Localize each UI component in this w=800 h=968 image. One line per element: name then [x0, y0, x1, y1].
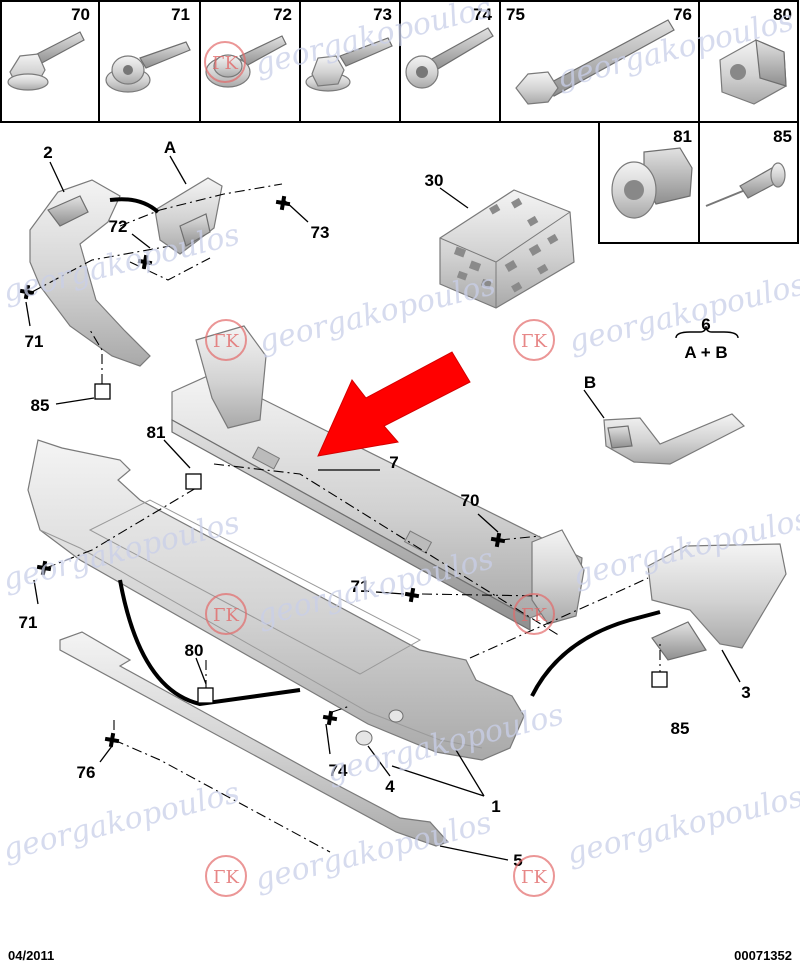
- bracket-b: [603, 413, 746, 465]
- washer-tapping-screw-icon: [105, 41, 191, 93]
- clip-nut-icon: [719, 39, 787, 105]
- watermark-text: georgakopoulos: [565, 267, 800, 360]
- fastener-number-76: 76: [673, 5, 692, 24]
- callout-5: 5: [513, 851, 522, 870]
- callout-b: B: [584, 373, 596, 392]
- watermark-text: georgakopoulos: [0, 775, 243, 868]
- fastener-number-71: 71: [171, 5, 190, 24]
- fastener-number-70: 70: [71, 5, 90, 24]
- callout-70: 70: [461, 491, 480, 510]
- svg-text:ΓΚ: ΓΚ: [213, 605, 239, 626]
- hex-flange-screw-icon: [7, 31, 85, 91]
- callout-74: 74: [329, 761, 348, 780]
- footer-code: 00071352: [734, 948, 792, 963]
- fastener-number-85: 85: [773, 127, 792, 146]
- fastener-table: 70 71 72 73 74 75 76 80 81 85: [0, 0, 799, 244]
- callout-72: 72: [109, 217, 128, 236]
- lower-molding-5: [59, 631, 450, 847]
- flange-screw-icon: [305, 37, 393, 92]
- watermark-logo-icon: ΓΚ: [205, 855, 247, 897]
- right-corner-3: [647, 543, 787, 661]
- callout-81: 81: [147, 423, 166, 442]
- reinforcement-beam-7: [171, 325, 585, 632]
- svg-text:ΓΚ: ΓΚ: [212, 53, 238, 74]
- svg-text:ΓΚ: ΓΚ: [521, 605, 547, 626]
- callout-80: 80: [185, 641, 204, 660]
- watermark-logo-icon: ΓΚ: [204, 41, 246, 83]
- callout-a-plus-b: A + B: [684, 343, 727, 362]
- callout-73: 73: [311, 223, 330, 242]
- leader-lines: [25, 155, 741, 861]
- torx-bolt-icon: [405, 27, 494, 89]
- callout-6: 6: [701, 315, 710, 334]
- callout-7: 7: [389, 453, 398, 472]
- callout-76: 76: [77, 763, 96, 782]
- callout-1: 1: [491, 797, 500, 816]
- svg-text:ΓΚ: ΓΚ: [521, 867, 547, 888]
- bracket-a: [154, 177, 223, 255]
- red-arrow-icon: [317, 351, 471, 457]
- energy-absorber-30: [439, 189, 575, 309]
- callout-71-top: 71: [25, 332, 44, 351]
- footer-date: 04/2011: [8, 948, 54, 963]
- watermark-logo-icon: ΓΚ: [513, 855, 555, 897]
- callout-85-left: 85: [31, 396, 50, 415]
- rivet-icon: [705, 162, 786, 207]
- bumper-cover-1: [27, 439, 525, 761]
- fastener-number-74: 74: [473, 5, 492, 24]
- fastener-number-80: 80: [773, 5, 792, 24]
- callout-labels: 2 A 72 73 71 85 30 6 A + B B 81 7 70 71 …: [19, 138, 751, 870]
- svg-text:ΓΚ: ΓΚ: [521, 331, 547, 352]
- watermark-logo-icon: ΓΚ: [205, 593, 247, 635]
- callout-a: A: [164, 138, 176, 157]
- callout-3: 3: [741, 683, 750, 702]
- fastener-markers: [18, 194, 668, 749]
- watermark-text: georgakopoulos: [563, 779, 800, 872]
- watermark-text: georgakopoulos: [255, 267, 499, 360]
- callout-71-left: 71: [19, 613, 38, 632]
- watermark-logo-icon: ΓΚ: [513, 593, 555, 635]
- fastener-number-81: 81: [673, 127, 692, 146]
- callout-30: 30: [425, 171, 444, 190]
- fastener-number-75: 75: [506, 5, 525, 24]
- watermark-logo-icon: ΓΚ: [513, 319, 555, 361]
- watermark-logo-icon: ΓΚ: [205, 319, 247, 361]
- callout-4: 4: [385, 777, 395, 796]
- callout-71-mid: 71: [351, 577, 370, 596]
- plastic-nut-icon: [611, 147, 693, 219]
- callout-2: 2: [43, 143, 52, 162]
- svg-text:ΓΚ: ΓΚ: [213, 331, 239, 352]
- svg-text:ΓΚ: ΓΚ: [213, 867, 239, 888]
- fastener-number-72: 72: [273, 5, 292, 24]
- left-bracket-2: [29, 179, 151, 367]
- fastener-number-73: 73: [373, 5, 392, 24]
- callout-85-right: 85: [671, 719, 690, 738]
- connector-lines: [31, 183, 661, 853]
- long-bolt-icon: [515, 19, 675, 105]
